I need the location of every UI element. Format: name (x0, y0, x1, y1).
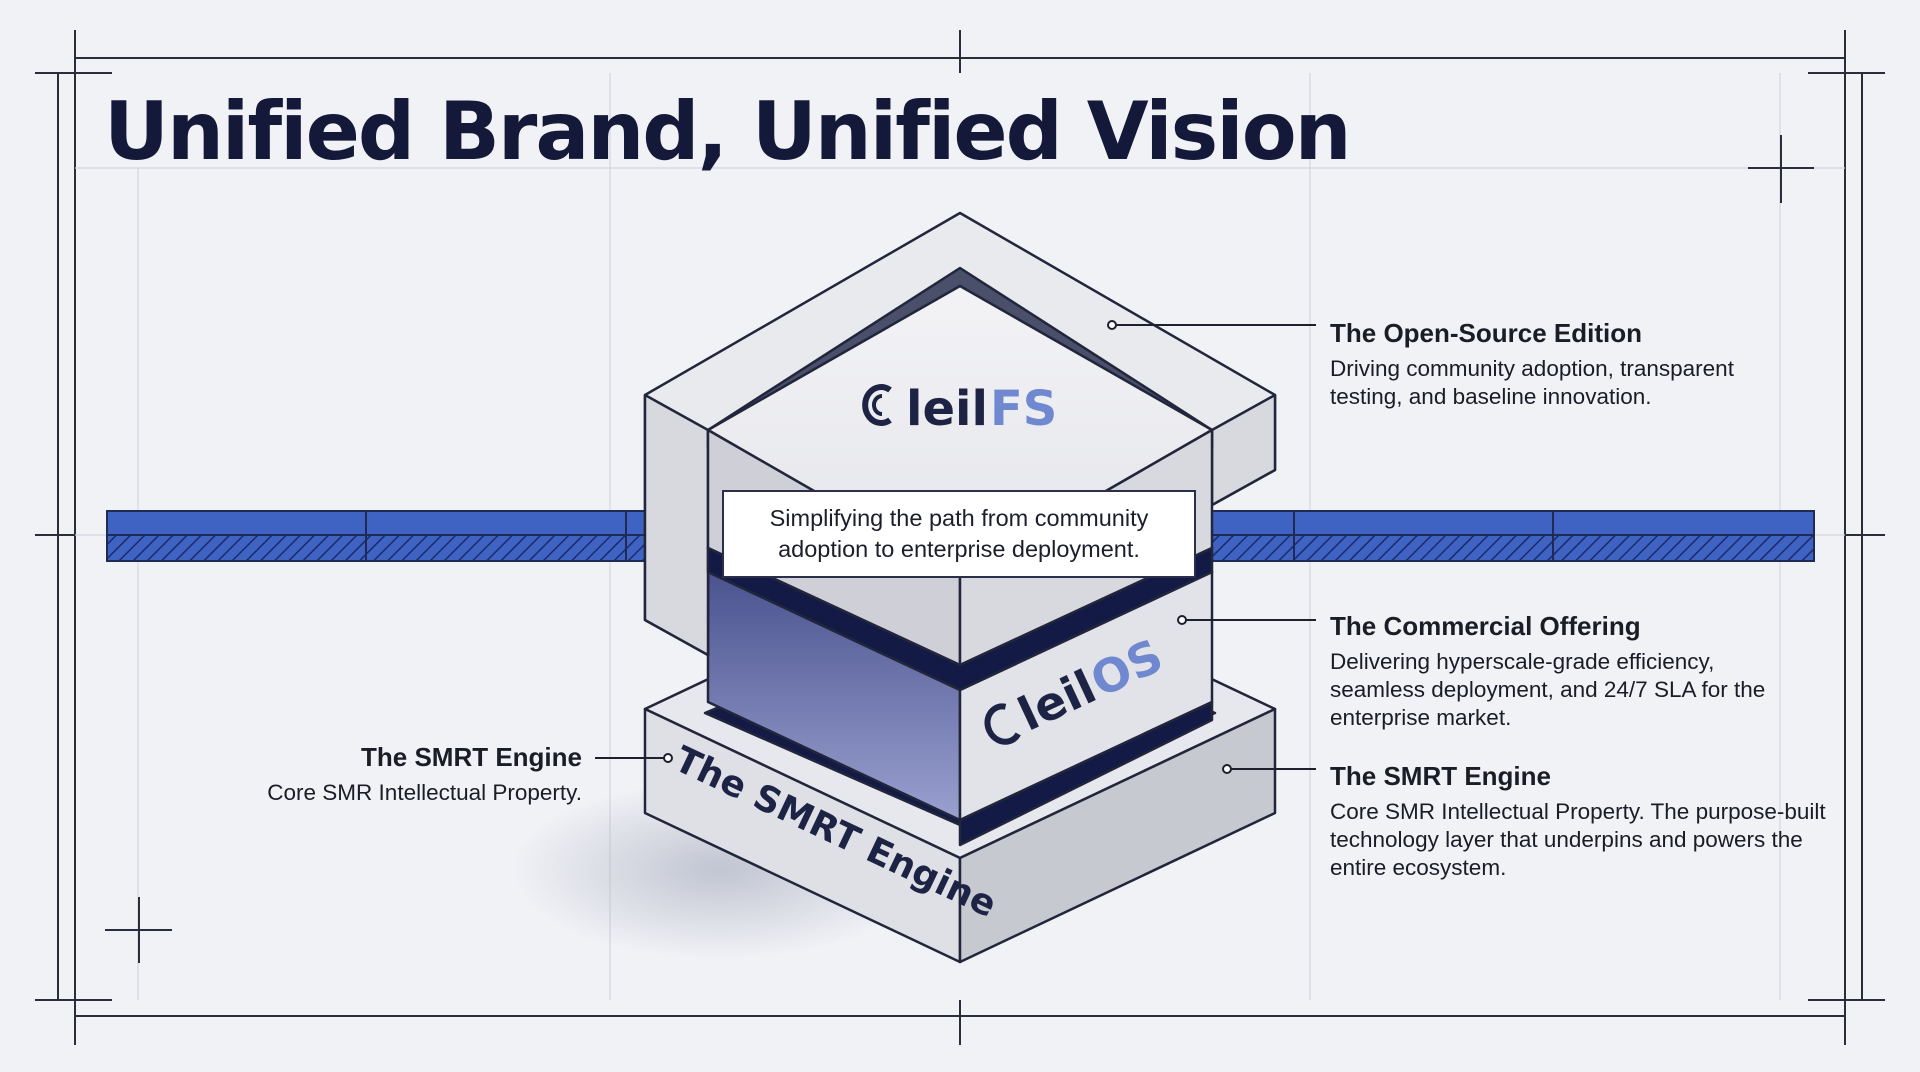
blueprint-frame (35, 30, 1885, 1045)
leil-logo-icon (984, 703, 1021, 745)
callout-title: The SMRT Engine (1330, 761, 1551, 791)
callout-commercial: The Commercial Offering Delivering hyper… (1330, 611, 1770, 732)
leil-fs-logo-text: leil (906, 381, 988, 437)
callout-description: Core SMR Intellectual Property. (267, 780, 582, 805)
callout-smrt-engine-right: The SMRT Engine Core SMR Intellectual Pr… (1330, 761, 1830, 882)
page-title: Unified Brand, Unified Vision (104, 85, 1352, 178)
tagline-text: Simplifying the path from community adop… (769, 505, 1149, 562)
callout-open-source: The Open-Source Edition Driving communit… (1330, 318, 1750, 411)
tagline-box: Simplifying the path from community adop… (722, 490, 1196, 578)
callout-description: Driving community adoption, transparent … (1330, 356, 1734, 409)
leader-lines (595, 320, 1316, 774)
callout-title: The Commercial Offering (1330, 611, 1641, 641)
leil-logo-icon (862, 384, 892, 426)
callout-title: The Open-Source Edition (1330, 318, 1643, 348)
divider-band (106, 510, 1815, 562)
leil-fs-logo-suffix: FS (990, 381, 1057, 437)
callout-title: The SMRT Engine (361, 742, 582, 772)
callout-smrt-engine-left: The SMRT Engine Core SMR Intellectual Pr… (240, 742, 582, 807)
callout-description: Delivering hyperscale-grade efficiency, … (1330, 649, 1766, 730)
leil-fs-logo: leil FS (862, 381, 1057, 437)
crosshair-top-right (1748, 135, 1814, 203)
callout-description: Core SMR Intellectual Property. The purp… (1330, 799, 1826, 880)
crosshair-bottom-left (105, 897, 172, 963)
